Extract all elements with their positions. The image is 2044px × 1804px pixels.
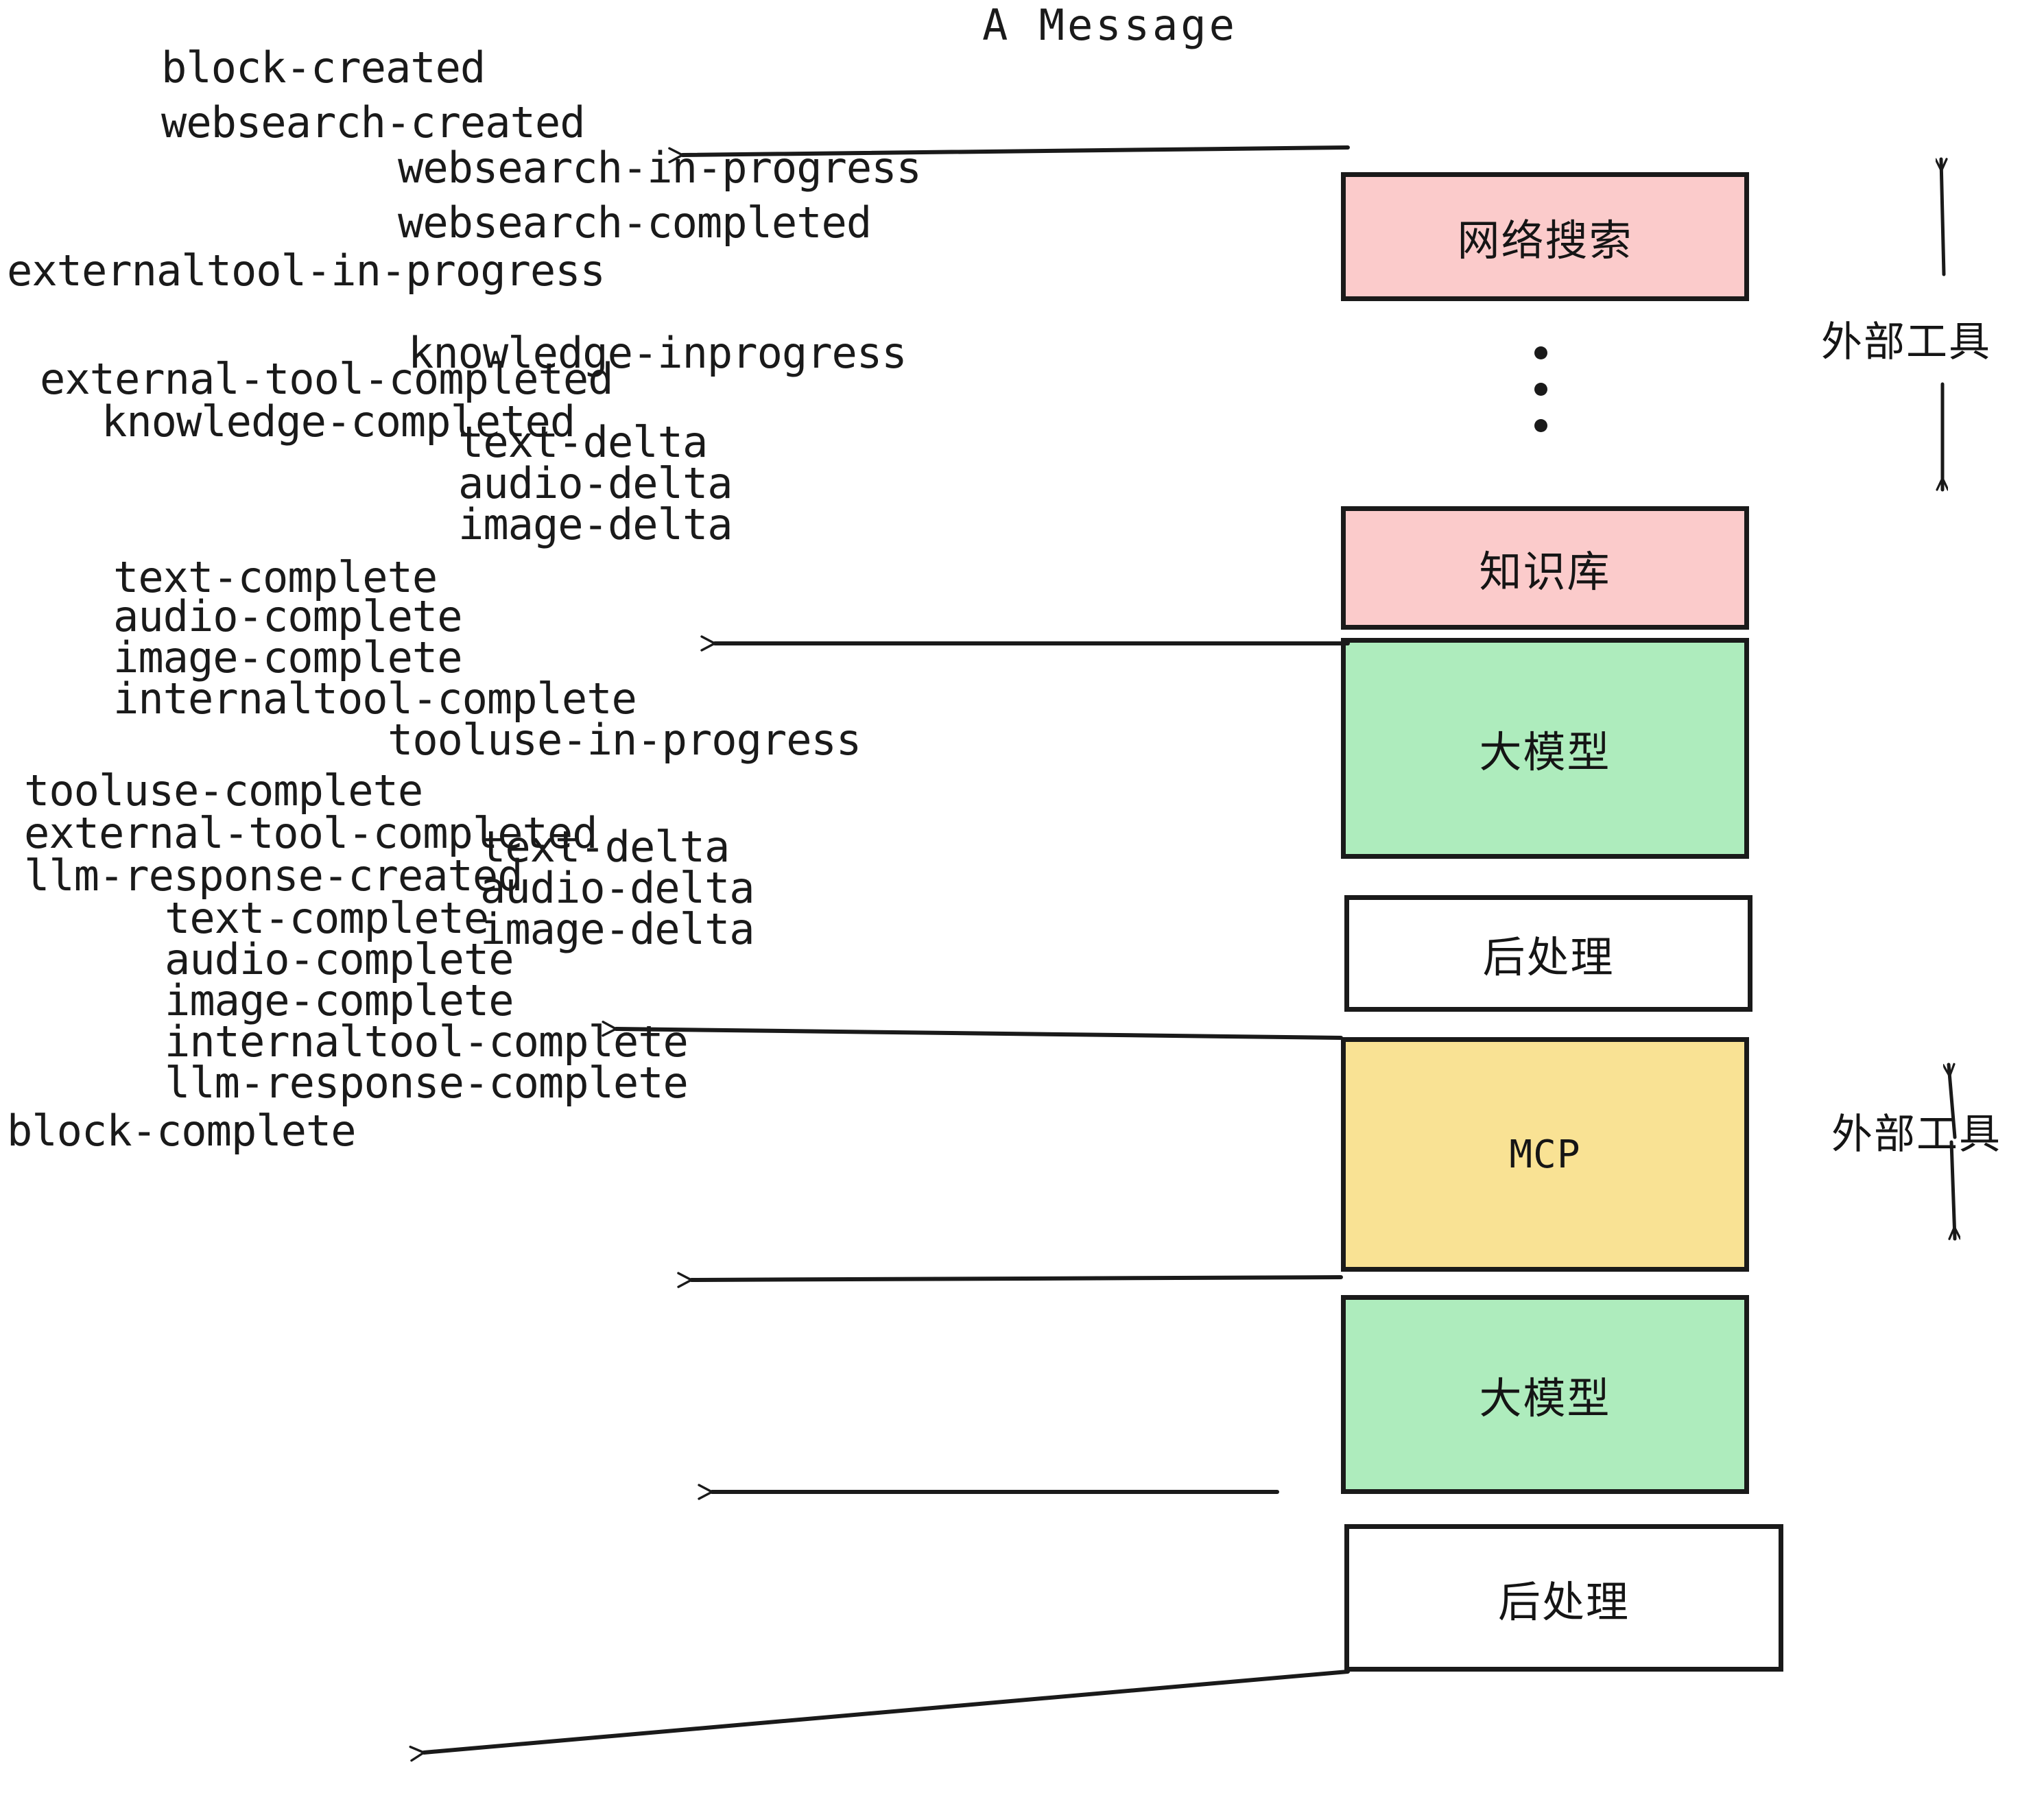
diagram-title: A Message	[982, 0, 1237, 50]
event-label-audio-delta-2: audio-delta	[480, 863, 755, 913]
event-label-knowledge-completed: knowledge-completed	[102, 396, 575, 447]
event-label-websearch-completed: websearch-completed	[398, 198, 872, 248]
node-web-search[interactable]: 网络搜索	[1341, 172, 1749, 301]
arrow-external-tool-range-top	[1941, 157, 1944, 276]
event-label-image-delta-2: image-delta	[480, 904, 755, 954]
event-label-text-delta-2: text-delta	[480, 822, 730, 872]
arrow-image-complete-return	[602, 1021, 1343, 1040]
event-label-externaltool-in-progress: externaltool-in-progress	[7, 246, 606, 296]
event-label-tooluse-complete: tooluse-complete	[24, 765, 423, 816]
event-label-audio-complete-1: audio-complete	[113, 591, 463, 641]
node-postprocess-1[interactable]: 后处理	[1344, 895, 1752, 1012]
event-label-image-delta-1: image-delta	[458, 499, 733, 549]
ellipsis-dot	[1534, 419, 1547, 432]
group-label-external-tool-1: 外部工具	[1821, 318, 1991, 366]
event-label-external-tool-completed-2: external-tool-completed	[24, 808, 598, 858]
event-label-websearch-created: websearch-created	[161, 97, 586, 147]
node-llm-2[interactable]: 大模型	[1341, 1295, 1749, 1494]
event-label-audio-delta-1: audio-delta	[458, 458, 733, 508]
node-llm-1[interactable]: 大模型	[1341, 638, 1749, 859]
ellipsis-dot	[1534, 383, 1547, 396]
event-label-block-complete: block-complete	[7, 1106, 357, 1156]
node-mcp[interactable]: MCP	[1341, 1037, 1749, 1272]
event-label-external-tool-completed-1: external-tool-completed	[40, 354, 614, 404]
arrow-block-complete-return	[409, 1670, 1350, 1762]
ellipsis-dot	[1534, 346, 1547, 359]
event-label-llm-response-created: llm-response-created	[24, 851, 523, 901]
arrow-tooluse-complete-return	[677, 1272, 1343, 1288]
event-label-knowledge-inprogress: knowledge-inprogress	[408, 328, 907, 378]
event-label-image-complete-1: image-complete	[113, 632, 463, 683]
event-label-text-delta-1: text-delta	[458, 417, 708, 467]
event-label-image-complete-2: image-complete	[165, 975, 514, 1025]
event-label-tooluse-in-progress: tooluse-in-progress	[388, 715, 861, 765]
group-label-external-tool-2: 外部工具	[1831, 1111, 2001, 1159]
event-label-text-complete-2: text-complete	[165, 893, 489, 943]
node-knowledge-base[interactable]: 知识库	[1341, 506, 1749, 630]
event-label-text-complete-1: text-complete	[113, 552, 438, 602]
event-label-llm-response-complete: llm-response-complete	[165, 1058, 689, 1108]
node-postprocess-2[interactable]: 后处理	[1344, 1524, 1783, 1672]
event-label-audio-complete-2: audio-complete	[165, 934, 514, 984]
event-label-internaltool-complete-1: internaltool-complete	[113, 674, 637, 724]
event-label-websearch-in-progress: websearch-in-progress	[398, 143, 922, 193]
ellipsis-dots	[1534, 346, 1547, 432]
event-label-block-created: block-created	[161, 43, 486, 93]
event-label-internaltool-complete-2: internaltool-complete	[165, 1017, 689, 1067]
